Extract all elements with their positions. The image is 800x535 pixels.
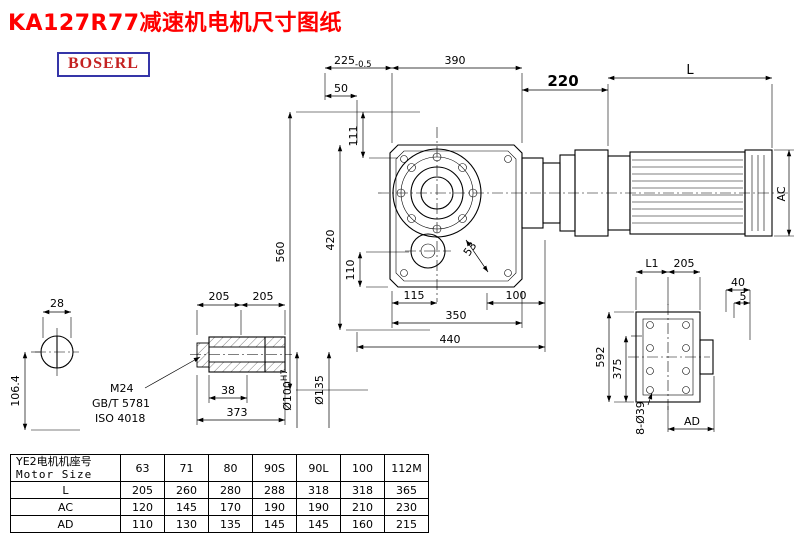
cell-L-80: 280: [208, 481, 253, 499]
size-col-90L: 90L: [296, 454, 341, 482]
cell-L-90L: 318: [296, 481, 341, 499]
shaft-end-view: 28 106.4: [9, 297, 80, 431]
dim-560-label: 560: [274, 242, 287, 263]
dim-5-label: 5: [740, 290, 747, 303]
dim-L-label: L: [686, 63, 694, 78]
cell-AC-90S: 190: [252, 498, 297, 516]
dim-115-label: 115: [404, 289, 425, 302]
dim-L1-label: L1: [645, 257, 658, 270]
table-header-row: YE2电机机座号 Motor Size 63 71 80 90S 90L 100…: [10, 454, 429, 482]
hollow-shaft-section-view: 205 205 M24 GB/T 5781 ISO 4018: [92, 290, 332, 428]
motor-size-label-cn: YE2电机机座号: [16, 455, 92, 468]
motor-fins: [632, 159, 743, 224]
table-row-AD: AD 110 130 135 145 145 160 215: [10, 515, 429, 533]
table-row-L: L 205 260 280 288 318 318 365: [10, 481, 429, 499]
cell-AD-80: 135: [208, 515, 253, 533]
size-col-100: 100: [340, 454, 385, 482]
cell-AC-90L: 190: [296, 498, 341, 516]
cell-AD-71: 130: [164, 515, 209, 533]
cell-AC-80: 170: [208, 498, 253, 516]
dim-50-label: 50: [334, 82, 348, 95]
row-label-AC: AC: [10, 498, 121, 516]
flange-bolt-holes-side: [646, 321, 690, 394]
page-title: KA127R77减速机电机尺寸图纸: [8, 11, 343, 36]
cell-AC-100: 210: [340, 498, 385, 516]
standard-gb-label: GB/T 5781: [92, 397, 150, 410]
output-flange-view: L1 205 40 5: [594, 257, 751, 435]
table-header-motor-size: YE2电机机座号 Motor Size: [10, 454, 121, 482]
table-row-AC: AC 120 145 170 190 190 210 230: [10, 498, 429, 516]
brand-logo: BOSERL: [57, 52, 150, 77]
cell-L-112M: 365: [384, 481, 429, 499]
cell-AD-63: 110: [120, 515, 165, 533]
dim-40-label: 40: [731, 276, 745, 289]
size-col-112M: 112M: [384, 454, 429, 482]
dim-390-label: 390: [445, 54, 466, 67]
cell-AD-90S: 145: [252, 515, 297, 533]
fan-grill: [751, 155, 765, 231]
cell-L-90S: 288: [252, 481, 297, 499]
motor-size-table: YE2电机机座号 Motor Size 63 71 80 90S 90L 100…: [10, 454, 429, 533]
dim-28-label: 28: [50, 297, 64, 310]
row-label-AD: AD: [10, 515, 121, 533]
gearbox-housing: [378, 127, 788, 302]
dim-135-label: Ø135: [313, 375, 326, 405]
motor-assembly: [521, 149, 773, 237]
dim-350-label: 350: [446, 309, 467, 322]
dim-106-4-label: 106.4: [9, 375, 22, 407]
cell-L-100: 318: [340, 481, 385, 499]
housing-corner-bolts: [400, 155, 512, 277]
size-col-90S: 90S: [252, 454, 297, 482]
standard-iso-label: ISO 4018: [95, 412, 145, 425]
dim-373-label: 373: [227, 406, 248, 419]
cell-AC-71: 145: [164, 498, 209, 516]
holes-label: 8-Ø39: [634, 401, 647, 435]
cell-L-71: 260: [164, 481, 209, 499]
fan-cowl: [744, 149, 773, 237]
cell-L-63: 205: [120, 481, 165, 499]
dim-110-label: 110: [344, 260, 357, 281]
cell-AC-112M: 230: [384, 498, 429, 516]
dim-375-label: 375: [611, 359, 624, 380]
size-col-80: 80: [208, 454, 253, 482]
dim-AC-label: AC: [775, 186, 788, 201]
dim-592-label: 592: [594, 347, 607, 368]
dim-AD-label: AD: [684, 415, 700, 428]
dim-205c-label: 205: [674, 257, 695, 270]
motor-size-label-en: Motor Size: [16, 468, 93, 481]
dim-420-label: 420: [324, 230, 337, 251]
bore-dia-label: Ø100H7: [280, 369, 294, 410]
dim-205a-label: 205: [209, 290, 230, 303]
cell-AD-100: 160: [340, 515, 385, 533]
size-col-63: 63: [120, 454, 165, 482]
dim-38-label: 38: [221, 384, 235, 397]
dim-440-label: 440: [440, 333, 461, 346]
dim-205b-label: 205: [253, 290, 274, 303]
cell-AD-90L: 145: [296, 515, 341, 533]
dim-111-label: 111: [347, 126, 360, 147]
row-label-L: L: [10, 481, 121, 499]
dim-220-label: 220: [547, 72, 578, 90]
thread-label: M24: [110, 382, 134, 395]
main-view-dimensions: 225-0.5 390 50 220 L 560 420 111 110 115…: [274, 54, 794, 391]
cell-AC-63: 120: [120, 498, 165, 516]
dim-225-label: 225-0.5: [334, 54, 372, 70]
cell-AD-112M: 215: [384, 515, 429, 533]
size-col-71: 71: [164, 454, 209, 482]
dim-100-label: 100: [506, 289, 527, 302]
